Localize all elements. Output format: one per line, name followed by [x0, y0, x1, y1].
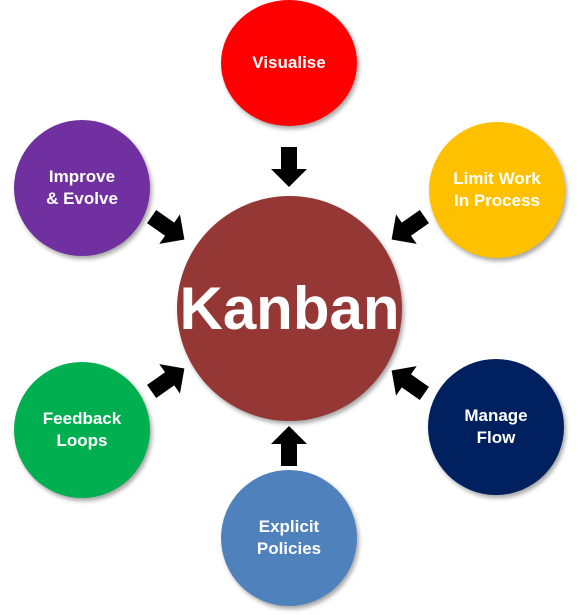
node-improve-evolve: Improve & Evolve [14, 120, 150, 256]
arrow-up-icon [271, 426, 307, 466]
node-feedback-loops: Feedback Loops [14, 362, 150, 498]
node-label-limit-work: Limit Work In Process [453, 169, 541, 210]
node-label-improve-evolve: Improve & Evolve [46, 167, 118, 208]
node-label-visualise: Visualise [252, 53, 326, 72]
node-explicit-policies: Explicit Policies [221, 470, 357, 606]
center-label: Kanban [179, 274, 400, 342]
node-manage-flow: Manage Flow [428, 359, 564, 495]
node-label-manage-flow: Manage Flow [464, 406, 528, 447]
arrow-up-left-icon [391, 366, 429, 401]
arrow-down-icon [271, 147, 307, 187]
node-limit-work-in-process: Limit Work In Process [429, 122, 565, 258]
node-label-feedback-loops: Feedback Loops [42, 409, 122, 450]
node-label-explicit-policies: Explicit Policies [256, 517, 322, 558]
center-node-kanban: Kanban [177, 196, 402, 421]
arrow-down-right-icon [147, 209, 185, 244]
arrow-up-right-icon [147, 364, 185, 399]
arrow-down-left-icon [391, 209, 429, 244]
node-visualise: Visualise [221, 0, 357, 126]
